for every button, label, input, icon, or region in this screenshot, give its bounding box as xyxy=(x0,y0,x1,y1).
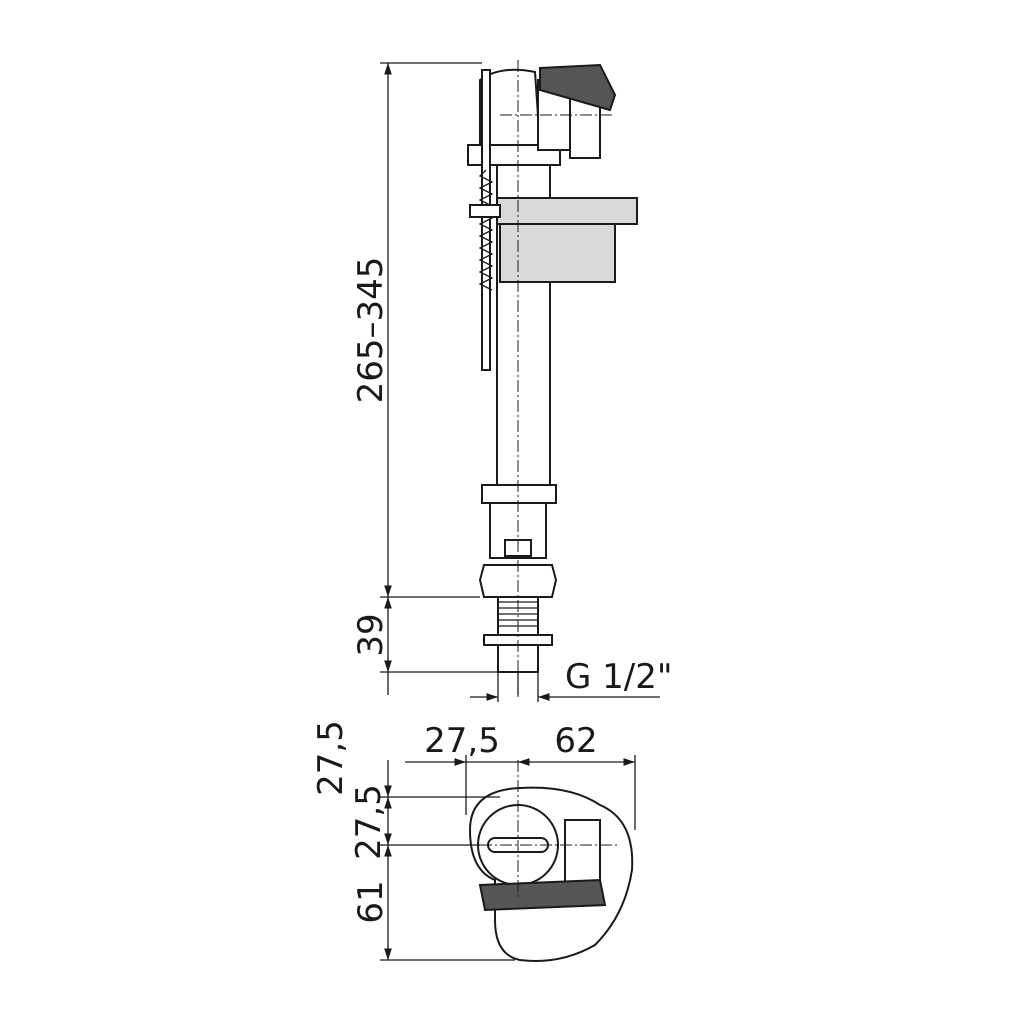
dim-offset-x: 27,5 xyxy=(424,721,500,761)
dim-thread-height: 39 xyxy=(351,613,391,656)
dimension-lines xyxy=(380,62,660,961)
dim-float-depth: 61 xyxy=(351,880,391,923)
dim-total-height: 265–345 xyxy=(351,257,391,404)
dim-thread-size: G 1/2" xyxy=(565,657,673,697)
dim-offset-y-top: 27,5 xyxy=(311,720,351,796)
dim-float-width: 62 xyxy=(554,721,597,761)
valve-top-view xyxy=(468,760,634,962)
valve-side-view xyxy=(467,60,638,700)
dim-offset-y: 27,5 xyxy=(349,784,389,860)
